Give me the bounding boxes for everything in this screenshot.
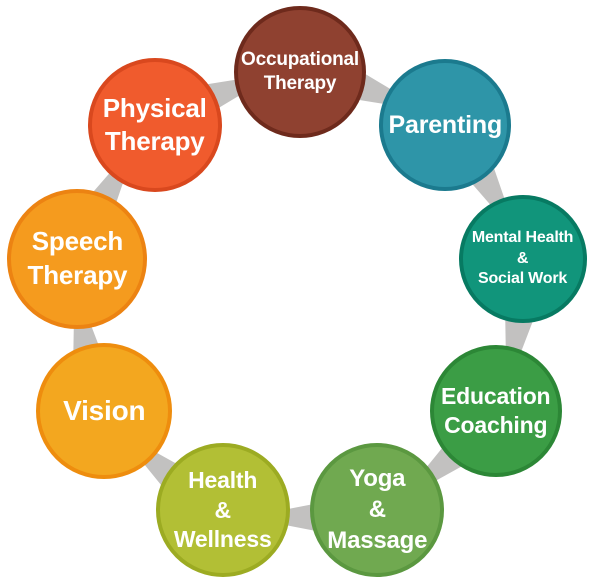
- label-line: Mental Health: [471, 229, 574, 247]
- node-label: Yoga & Massage: [327, 464, 427, 556]
- label-line: Coaching: [444, 412, 548, 438]
- node-label: Speech Therapy: [28, 225, 128, 292]
- node-vision: Vision: [36, 343, 173, 479]
- label-line: Wellness: [173, 526, 272, 553]
- node-education-coaching: Education Coaching: [429, 345, 562, 477]
- node-health-wellness: Health & Wellness: [155, 443, 290, 578]
- node-physical-therapy: Physical Therapy: [87, 57, 222, 192]
- label-line: Physical: [102, 92, 207, 123]
- node-label: Vision: [63, 393, 146, 429]
- node-yoga-massage: Yoga & Massage: [310, 443, 445, 578]
- node-label: Health & Wellness: [174, 466, 272, 554]
- label-line: Vision: [63, 395, 146, 427]
- label-line: Therapy: [104, 125, 205, 156]
- node-label: Parenting: [389, 109, 503, 141]
- label-line: Massage: [327, 526, 428, 554]
- node-occupational-therapy: Occupational Therapy: [234, 6, 366, 138]
- label-line: Health: [188, 467, 258, 494]
- node-label: Education Coaching: [441, 382, 551, 441]
- node-label: Occupational Therapy: [241, 48, 359, 97]
- label-line: Parenting: [388, 110, 503, 139]
- label-line: &: [516, 249, 529, 267]
- label-line: Social Work: [478, 269, 568, 287]
- label-line: Therapy: [27, 259, 128, 290]
- node-label: Mental Health & Social Work: [471, 228, 574, 289]
- label-line: Speech: [31, 226, 124, 257]
- label-line: &: [368, 496, 386, 523]
- node-speech-therapy: Speech Therapy: [7, 188, 148, 329]
- label-line: Therapy: [263, 73, 337, 94]
- node-parenting: Parenting: [379, 58, 512, 191]
- label-line: Occupational: [241, 48, 359, 70]
- node-mental-health-social-work: Mental Health & Social Work: [458, 194, 587, 323]
- label-line: &: [214, 496, 231, 523]
- label-line: Yoga: [349, 465, 406, 493]
- label-line: Education: [441, 382, 551, 409]
- node-label: Physical Therapy: [103, 92, 207, 159]
